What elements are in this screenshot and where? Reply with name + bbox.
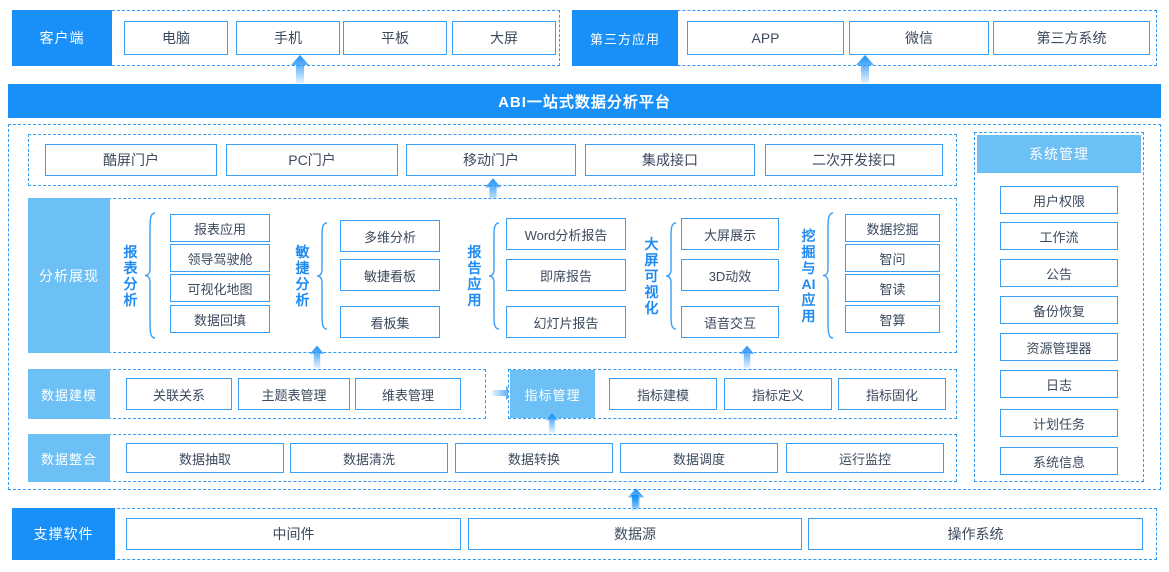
integration-item-0[interactable]: 数据抽取 <box>126 443 284 473</box>
third-party-item-2[interactable]: 第三方系统 <box>993 21 1150 55</box>
metric-row-tab: 指标管理 <box>510 370 595 418</box>
system-item-5[interactable]: 日志 <box>1000 370 1118 398</box>
modeling-item-1[interactable]: 主题表管理 <box>238 378 350 410</box>
analysis-item-1-2[interactable]: 看板集 <box>340 306 440 338</box>
analysis-group-label-2: 报告应用 <box>467 244 482 308</box>
modeling-item-0[interactable]: 关联关系 <box>126 378 232 410</box>
analysis-item-2-1[interactable]: 即席报告 <box>506 259 626 291</box>
arrow-up-to-third-party <box>855 55 875 83</box>
platform-title-banner: ABI一站式数据分析平台 <box>8 84 1161 118</box>
client-item-2[interactable]: 平板 <box>343 21 447 55</box>
third-party-row-tab: 第三方应用 <box>572 10 678 66</box>
support-item-2[interactable]: 操作系统 <box>808 518 1143 550</box>
arrow-up-to-portal <box>484 178 502 204</box>
analysis-group-brace-4 <box>822 212 834 339</box>
integration-item-2[interactable]: 数据转换 <box>455 443 613 473</box>
analysis-item-4-2[interactable]: 智读 <box>845 274 940 302</box>
client-row-tab: 客户端 <box>12 10 112 66</box>
portal-item-2[interactable]: 移动门户 <box>406 144 576 176</box>
support-item-1[interactable]: 数据源 <box>468 518 802 550</box>
client-item-1[interactable]: 手机 <box>236 21 340 55</box>
analysis-row-tab: 分析展现 <box>28 198 110 353</box>
integration-item-4[interactable]: 运行监控 <box>786 443 944 473</box>
analysis-item-0-1[interactable]: 领导驾驶舱 <box>170 244 270 272</box>
arrow-up-to-analysis-right <box>739 344 755 370</box>
analysis-item-0-2[interactable]: 可视化地图 <box>170 274 270 302</box>
system-item-0[interactable]: 用户权限 <box>1000 186 1118 214</box>
metric-item-2[interactable]: 指标固化 <box>838 378 946 410</box>
analysis-item-1-1[interactable]: 敏捷看板 <box>340 259 440 291</box>
analysis-group-brace-3 <box>665 222 677 330</box>
support-item-0[interactable]: 中间件 <box>126 518 461 550</box>
portal-item-3[interactable]: 集成接口 <box>585 144 755 176</box>
analysis-item-3-1[interactable]: 3D动效 <box>681 259 779 291</box>
arrow-up-to-support <box>627 495 643 511</box>
system-item-7[interactable]: 系统信息 <box>1000 447 1118 475</box>
metric-item-1[interactable]: 指标定义 <box>724 378 832 410</box>
analysis-group-label-3: 大屏可视化 <box>644 236 659 316</box>
modeling-row-tab: 数据建模 <box>28 369 110 419</box>
arrow-up-to-metric <box>545 412 559 434</box>
portal-item-4[interactable]: 二次开发接口 <box>765 144 943 176</box>
analysis-group-brace-0 <box>144 212 156 339</box>
system-item-4[interactable]: 资源管理器 <box>1000 333 1118 361</box>
client-item-0[interactable]: 电脑 <box>124 21 228 55</box>
analysis-item-2-2[interactable]: 幻灯片报告 <box>506 306 626 338</box>
analysis-group-label-0: 报表分析 <box>123 243 138 308</box>
integration-item-1[interactable]: 数据清洗 <box>290 443 448 473</box>
support-row-tab: 支撑软件 <box>12 508 115 560</box>
analysis-item-3-0[interactable]: 大屏展示 <box>681 218 779 250</box>
system-item-3[interactable]: 备份恢复 <box>1000 296 1118 324</box>
analysis-item-4-3[interactable]: 智算 <box>845 305 940 333</box>
analysis-group-brace-2 <box>488 222 500 330</box>
client-item-3[interactable]: 大屏 <box>452 21 556 55</box>
portal-item-1[interactable]: PC门户 <box>226 144 398 176</box>
portal-item-0[interactable]: 酷屏门户 <box>45 144 217 176</box>
system-item-6[interactable]: 计划任务 <box>1000 409 1118 437</box>
arrow-up-to-client <box>290 55 310 83</box>
system-item-1[interactable]: 工作流 <box>1000 222 1118 250</box>
analysis-item-4-1[interactable]: 智问 <box>845 244 940 272</box>
analysis-group-label-1: 敏捷分析 <box>295 244 310 308</box>
analysis-item-1-0[interactable]: 多维分析 <box>340 220 440 252</box>
arrow-up-to-analysis-left <box>309 344 325 370</box>
third-party-item-1[interactable]: 微信 <box>849 21 989 55</box>
analysis-item-3-2[interactable]: 语音交互 <box>681 306 779 338</box>
metric-item-0[interactable]: 指标建模 <box>609 378 717 410</box>
analysis-group-brace-1 <box>316 222 328 330</box>
analysis-item-2-0[interactable]: Word分析报告 <box>506 218 626 250</box>
modeling-item-2[interactable]: 维表管理 <box>355 378 461 410</box>
analysis-item-0-0[interactable]: 报表应用 <box>170 214 270 242</box>
system-panel-tab: 系统管理 <box>977 135 1141 173</box>
integration-row-tab: 数据整合 <box>28 434 110 482</box>
integration-item-3[interactable]: 数据调度 <box>620 443 778 473</box>
third-party-item-0[interactable]: APP <box>687 21 844 55</box>
system-item-2[interactable]: 公告 <box>1000 259 1118 287</box>
analysis-item-0-3[interactable]: 数据回填 <box>170 305 270 333</box>
analysis-group-label-4: 挖掘与AI应用 <box>801 227 816 324</box>
analysis-item-4-0[interactable]: 数据挖掘 <box>845 214 940 242</box>
